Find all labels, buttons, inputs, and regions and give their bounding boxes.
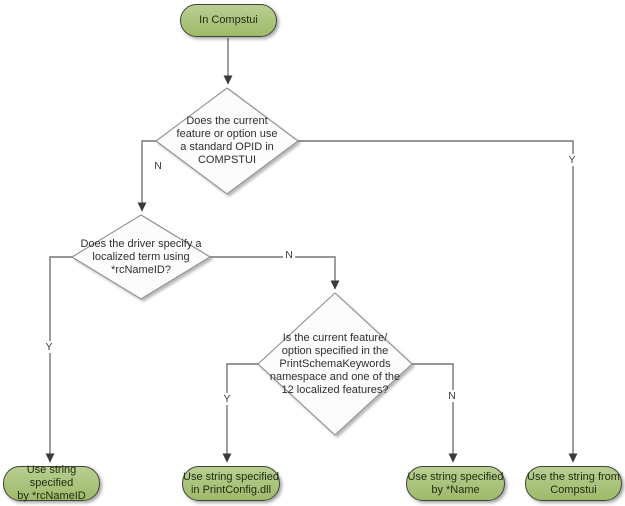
terminal-name-node: Use string specified by *Name (406, 466, 505, 501)
edge-decision1-no (137, 140, 156, 212)
edge-label-decision3-no: N (446, 390, 458, 402)
terminal-compstui-node: Use the string from Compstui (525, 466, 622, 501)
decision2-text: Does the driver specify a localized term… (80, 238, 202, 276)
edge-label-decision1-yes: Y (566, 154, 578, 166)
terminal-rcnameid-node: Use string specified by *rcNameID (3, 464, 100, 502)
decision1-text: Does the current feature or option use a… (176, 115, 278, 166)
edge-decision1-yes (298, 140, 578, 463)
decision3-text: Is the current feature/ option specified… (269, 332, 401, 396)
start-node: In Compstui (180, 4, 277, 37)
edge-label-decision1-no: N (152, 160, 164, 172)
edge-decision3-no (412, 363, 458, 463)
edge-decision2-yes (45, 256, 72, 463)
edge-label-decision2-yes: Y (43, 341, 55, 353)
decision2-diamond-shape (70, 214, 212, 300)
terminal-printconfig-node: Use string specified in PrintConfig.dll (182, 466, 280, 501)
edge-label-decision3-yes: Y (221, 393, 233, 405)
decision1-diamond-shape (155, 87, 299, 195)
edge-label-decision2-no: N (283, 249, 295, 261)
decision3-diamond-shape (257, 292, 413, 436)
edge-decision2-no (210, 256, 340, 290)
edge-decision3-yes (222, 363, 258, 463)
